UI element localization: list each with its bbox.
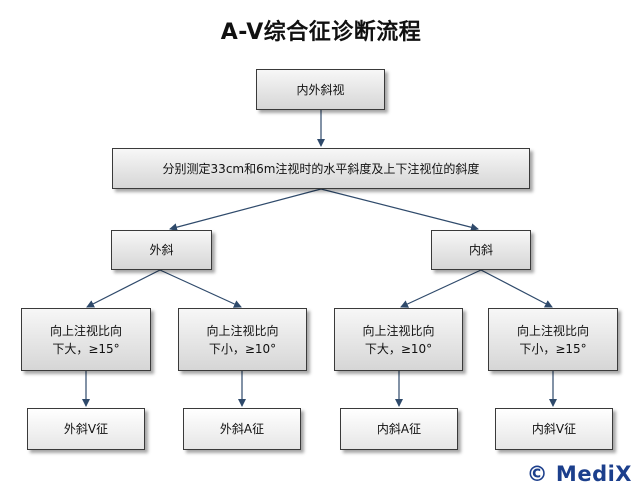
watermark-logo: © MediX	[526, 462, 632, 486]
result-node-eso-a: 内斜A征	[340, 408, 458, 450]
branch-node-esotropia: 内斜	[431, 230, 531, 270]
arrow-eso-to-cond4	[480, 269, 553, 308]
condition-node-eso-up-bigger: 向上注视比向 下大，≥10°	[334, 308, 463, 371]
root-node-strabismus: 内外斜视	[256, 69, 385, 110]
arrow-exo-to-cond1	[86, 269, 161, 308]
arrow-exo-to-cond2	[159, 269, 242, 308]
branch-node-exotropia: 外斜	[111, 230, 212, 270]
arrow-measure-to-eso	[320, 188, 479, 232]
arrow-measure-to-exo	[169, 188, 322, 232]
result-node-exo-v: 外斜V征	[27, 408, 145, 450]
result-node-exo-a: 外斜A征	[183, 408, 301, 450]
condition-node-exo-up-smaller: 向上注视比向 下小，≥10°	[178, 308, 307, 371]
measure-node: 分别测定33cm和6m注视时的水平斜度及上下注视位的斜度	[112, 148, 530, 189]
arrow-eso-to-cond3	[400, 269, 482, 308]
condition-node-exo-up-bigger: 向上注视比向 下大，≥15°	[21, 308, 151, 371]
result-node-eso-v: 内斜V征	[495, 408, 613, 450]
chart-title: A-V综合征诊断流程	[220, 20, 422, 45]
condition-node-eso-up-smaller: 向上注视比向 下小，≥15°	[488, 308, 618, 371]
